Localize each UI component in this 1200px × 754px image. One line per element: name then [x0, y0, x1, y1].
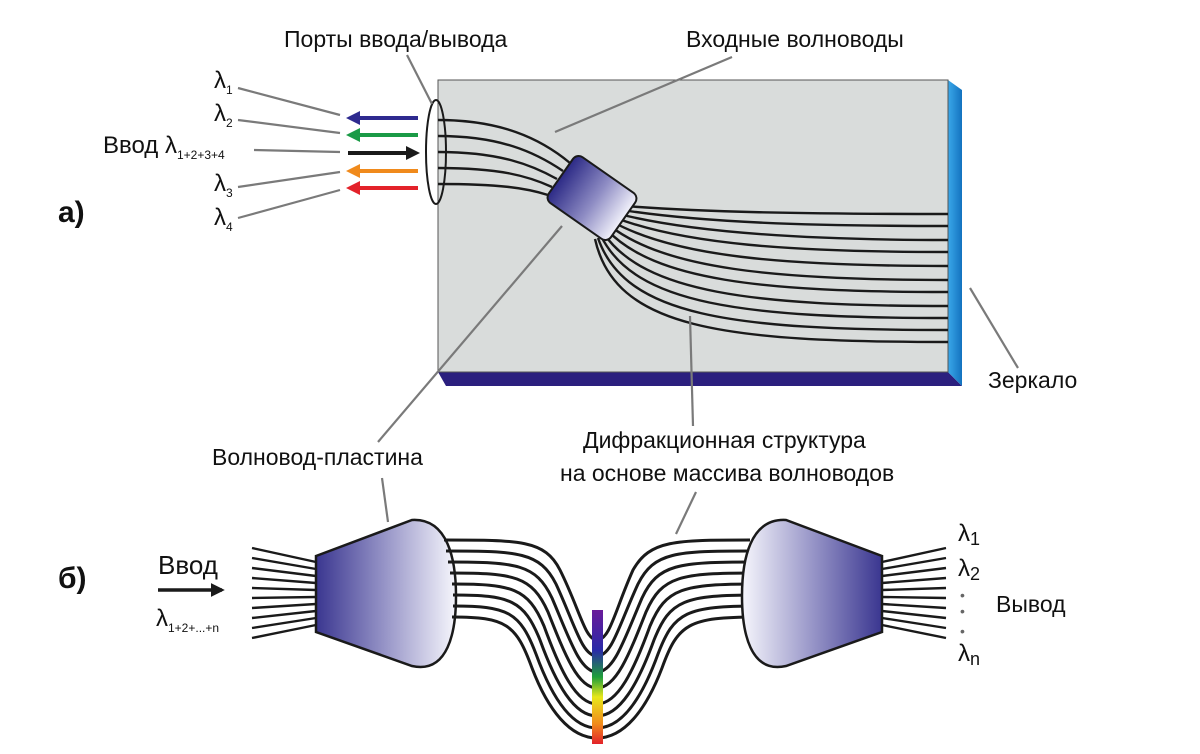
output-lambda-1: λ1: [958, 520, 980, 549]
channel-arrows: [346, 111, 420, 195]
part-b: б) Ввод λ1+2+...+n: [58, 518, 1066, 744]
output-dot-1: •: [960, 587, 965, 603]
lambda-3-label: λ3: [214, 170, 233, 200]
section-label-a: а): [58, 196, 85, 229]
slab-waveguide-left: [314, 518, 458, 669]
awg-chip: [437, 79, 962, 386]
input-label-a: Ввод λ1+2+3+4: [103, 132, 225, 162]
input-label-b: Ввод: [158, 550, 218, 580]
arrayed-waveguides: [593, 204, 949, 344]
ports-label: Порты ввода/вывода: [284, 26, 508, 52]
input-fan-b: [251, 546, 317, 640]
arrow-lambda-3: [346, 164, 418, 178]
input-waveguides: [437, 118, 571, 197]
lambda-labels-a: λ1 λ2 Ввод λ1+2+3+4 λ3 λ4: [103, 67, 233, 234]
ports-leader: [406, 54, 433, 105]
section-label-b: б): [58, 562, 87, 595]
output-fan-b: [881, 546, 947, 640]
mirror-leader: [969, 287, 1019, 369]
grating-leader-b: [675, 491, 697, 535]
io-ports: [425, 99, 447, 205]
lambda-2-label: λ2: [214, 100, 233, 130]
arrow-lambda-1: [346, 111, 418, 125]
arrow-input: [348, 146, 420, 160]
lambda-1-label: λ1: [214, 67, 233, 97]
grating-label-line2: на основе массива волноводов: [560, 460, 894, 486]
grating-leader-a: [688, 315, 695, 427]
mirror: [948, 80, 962, 386]
arrow-lambda-4: [346, 181, 418, 195]
output-dot-2: •: [960, 603, 965, 619]
input-waveguides-leader: [554, 55, 733, 134]
slab-waveguide-right: [740, 518, 884, 669]
slab-leader-b: [380, 477, 390, 523]
input-lambda-b: λ1+2+...+n: [156, 605, 219, 635]
output-dot-3: •: [960, 623, 965, 639]
lambda-leader-lines: [237, 86, 341, 220]
part-a: а): [58, 26, 1077, 393]
lambda-4-label: λ4: [214, 204, 233, 234]
grating-label-line1: Дифракционная структура: [583, 427, 866, 453]
arrow-lambda-2: [346, 128, 418, 142]
output-lambda-2: λ2: [958, 555, 980, 584]
output-lambda-n: λn: [958, 640, 980, 669]
output-label-b: Вывод: [996, 591, 1066, 617]
slab-leader-a: [377, 225, 563, 443]
mirror-label: Зеркало: [988, 367, 1077, 393]
chip-bottom-edge: [438, 372, 962, 386]
slab-label: Волновод-пластина: [212, 444, 423, 470]
slab-waveguide-a: [546, 155, 638, 241]
spectrum-bar: [592, 610, 603, 744]
input-waveguides-label: Входные волноводы: [686, 26, 904, 52]
